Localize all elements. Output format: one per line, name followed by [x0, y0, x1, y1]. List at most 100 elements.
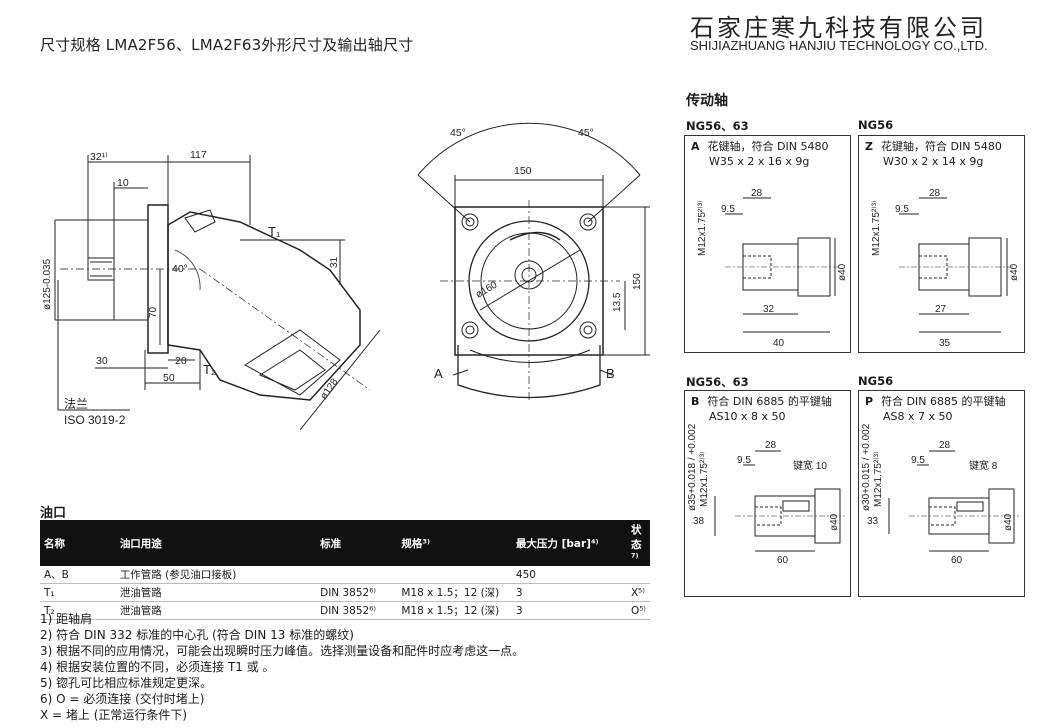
- shaft-box-b: B 符合 DIN 6885 的平键轴 AS10 x 8 x 50 ø35+0.01…: [684, 390, 851, 597]
- tolerance-label: ø35+0.018 / +0.002: [687, 423, 698, 511]
- dim-dia40: ø40: [837, 263, 848, 281]
- shaft-drawing: ø35+0.018 / +0.002 M12x1.75²⁾³⁾ 28 9.5 键…: [687, 423, 845, 566]
- ports-table: 名称 油口用途 标准 规格³⁾ 最大压力 [bar]⁴⁾ 状态⁷⁾ A、B 工作…: [40, 520, 650, 620]
- port-t2-label: T₂: [203, 362, 216, 377]
- dim-28: 28: [929, 188, 941, 199]
- column-header: 名称: [40, 520, 116, 566]
- shaft-letter: Z: [865, 140, 873, 153]
- flange-label: 法兰: [64, 397, 88, 411]
- dim-13-5: 13.5: [612, 292, 623, 312]
- dim-9-5: 9.5: [895, 204, 909, 215]
- angle-right: 45°: [578, 127, 594, 139]
- angle-left: 45°: [450, 127, 466, 139]
- dim-dia40: ø40: [1009, 263, 1020, 281]
- dim-150-vertical: 150: [632, 273, 643, 290]
- dim-9-5: 9.5: [721, 204, 735, 215]
- table-cell: 3: [511, 601, 627, 620]
- dim-38: 38: [693, 516, 705, 527]
- shaft-desc: 花键轴，符合 DIN 5480: [707, 140, 829, 153]
- dim-30: 30: [96, 355, 108, 367]
- dim-dia40: ø40: [1003, 513, 1014, 531]
- shaft-box-a: A 花键轴，符合 DIN 5480 W35 x 2 x 16 x 9g M12x1…: [684, 135, 851, 353]
- shaft-drawing: M12x1.75²⁾³⁾ 28 9.5 32 40 ø40: [697, 188, 848, 349]
- dim-32: 32¹⁾: [90, 151, 108, 163]
- key-width-label: 键宽 10: [793, 459, 827, 472]
- table-cell: X⁵⁾: [626, 583, 650, 602]
- port-a-label: A: [434, 366, 443, 381]
- column-header: 规格³⁾: [397, 520, 512, 566]
- dim-117: 117: [190, 149, 207, 161]
- shaft-desc: 符合 DIN 6885 的平键轴: [707, 395, 832, 408]
- dim-10: 10: [117, 177, 129, 189]
- table-cell: 泄油管路: [115, 601, 317, 620]
- shaft-spec: AS10 x 8 x 50: [709, 410, 786, 423]
- table-cell: T₁: [40, 583, 116, 602]
- shaft-letter: A: [691, 140, 700, 153]
- port-b-label: B: [606, 366, 615, 381]
- table-cell: [316, 566, 398, 584]
- dim-60: 60: [951, 555, 963, 566]
- table-cell: 泄油管路: [115, 583, 317, 602]
- footnote: 4) 根据安装位置的不同，必须连接 T1 或 。: [40, 660, 275, 674]
- dim-dia40: ø40: [829, 513, 840, 531]
- thread-label: M12x1.75²⁾³⁾: [699, 452, 710, 508]
- table-cell: M18 x 1.5；12 (深): [397, 601, 512, 620]
- dim-9-5: 9.5: [911, 455, 925, 466]
- dim-28: 28: [939, 440, 951, 451]
- thread-label: M12x1.75²⁾³⁾: [697, 201, 708, 257]
- shaft-letter: B: [691, 395, 700, 408]
- dim-35: 35: [939, 338, 951, 349]
- shaft-desc: 符合 DIN 6885 的平键轴: [881, 395, 1006, 408]
- dim-31: 31: [329, 256, 340, 268]
- dim-40deg: 40°: [172, 263, 188, 275]
- dim-33: 33: [867, 516, 879, 527]
- table-row: T₁ 泄油管路 DIN 3852⁶⁾ M18 x 1.5；12 (深) 3 X⁵…: [40, 583, 650, 602]
- dim-32: 32: [763, 304, 775, 315]
- dim-160: ø160: [474, 279, 500, 300]
- table-cell: [397, 566, 512, 584]
- dim-50: 50: [163, 372, 175, 384]
- dim-28: 28: [751, 188, 763, 199]
- flange: [147, 204, 169, 354]
- column-header: 最大压力 [bar]⁴⁾: [511, 520, 627, 566]
- technical-drawing: 32¹⁾ 117 10 ø125-0.035 40° 31 70 T₁ T₂ 3…: [42, 122, 650, 431]
- key-width-label: 键宽 8: [969, 459, 998, 472]
- dim-40: 40: [773, 338, 785, 349]
- footnote: 2) 符合 DIN 332 标准的中心孔 (符合 DIN 13 标准的螺纹): [40, 628, 354, 642]
- shaft-spec: AS8 x 7 x 50: [883, 410, 953, 423]
- dim-128: ø128: [318, 376, 340, 401]
- tolerance-label: ø30+0.015 / +0.002: [861, 423, 872, 511]
- company-name-cn: 石家庄寒九科技有限公司: [690, 14, 987, 42]
- table-cell: 450: [511, 566, 627, 584]
- ports-heading: 油口: [40, 506, 67, 521]
- dim-9-5: 9.5: [737, 455, 751, 466]
- dim-150-horizontal: 150: [514, 165, 532, 177]
- shaft-drawing: ø30+0.015 / +0.002 M12x1.75²⁾³⁾ 28 9.5 键…: [861, 423, 1019, 566]
- table-cell: T₂: [40, 601, 116, 620]
- thread-label: M12x1.75²⁾³⁾: [873, 452, 884, 508]
- shaft-spec: W35 x 2 x 16 x 9g: [709, 155, 810, 168]
- shaft-letter: P: [865, 395, 874, 408]
- shaft-section-title: 传动轴: [686, 93, 728, 109]
- footnotes: 1) 距轴肩 2) 符合 DIN 332 标准的中心孔 (符合 DIN 13 标…: [40, 611, 524, 723]
- table-cell: 工作管路 (参见油口接板): [115, 566, 317, 584]
- dim-28: 28: [765, 440, 777, 451]
- table-cell: O⁵⁾: [626, 601, 650, 620]
- dim-20: 20: [175, 355, 187, 367]
- table-cell: [626, 566, 650, 584]
- company-name-en: SHIJIAZHUANG HANJIU TECHNOLOGY CO.,LTD.: [690, 38, 988, 53]
- footnote: 5) 锪孔可比相应标准规定更深。: [40, 676, 213, 690]
- table-header-row: 名称 油口用途 标准 规格³⁾ 最大压力 [bar]⁴⁾ 状态⁷⁾: [40, 520, 650, 566]
- footnote: 1) 距轴肩: [40, 612, 93, 626]
- shaft-desc: 花键轴，符合 DIN 5480: [880, 140, 1002, 153]
- column-header: 状态⁷⁾: [626, 520, 650, 566]
- table-cell: DIN 3852⁶⁾: [316, 583, 398, 602]
- group-label-bottom-left: NG56、63: [686, 375, 749, 389]
- table-cell: DIN 3852⁶⁾: [316, 601, 398, 620]
- footnote: X = 堵上 (正常运行条件下): [40, 708, 188, 722]
- column-header: 标准: [316, 520, 398, 566]
- dim-27: 27: [935, 304, 947, 315]
- column-header: 油口用途: [115, 520, 317, 566]
- shaft-drawing: M12x1.75²⁾³⁾ 28 9.5 27 35 ø40: [871, 188, 1020, 349]
